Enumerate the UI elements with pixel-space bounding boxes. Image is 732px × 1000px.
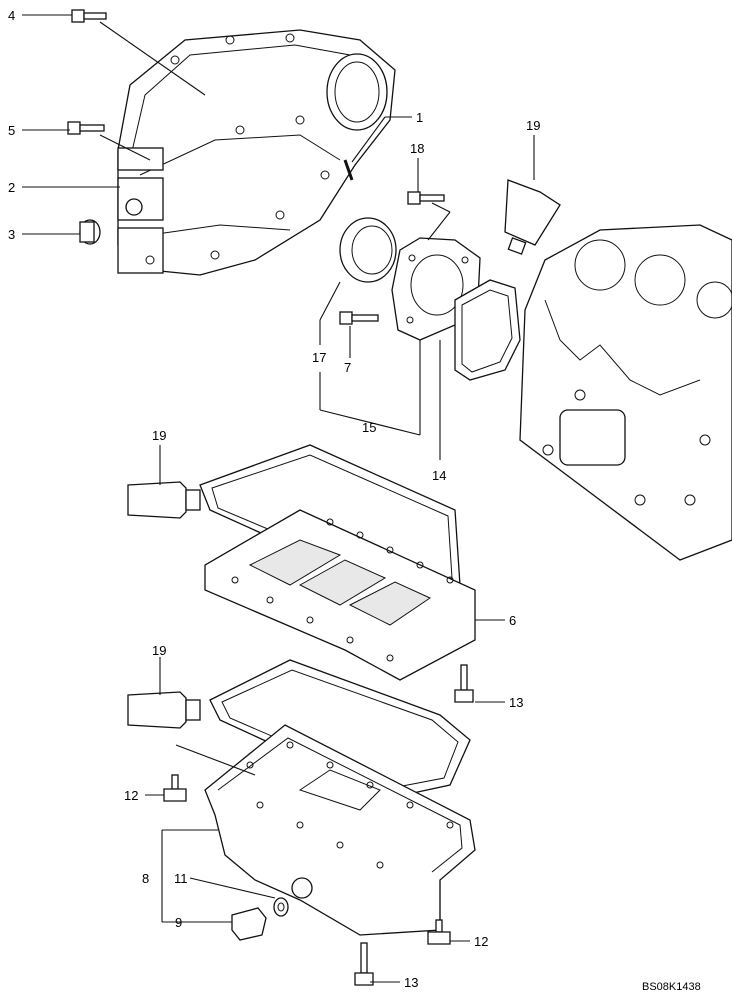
bolt-4 <box>71 9 107 23</box>
gasket-lower <box>209 659 471 799</box>
callout-12-right: 12 <box>474 934 488 949</box>
callout-12-left: 12 <box>124 788 138 803</box>
leader-lines <box>22 14 535 983</box>
sealant-tube-19-top <box>504 179 561 255</box>
oil-pan-8 <box>204 724 476 936</box>
bolt-13-lower <box>354 942 374 986</box>
callout-17: 17 <box>312 350 326 365</box>
engine-block <box>519 224 732 561</box>
flywheel-housing <box>117 29 396 276</box>
sealant-tube-19-middle <box>127 481 201 519</box>
bolt-5 <box>67 121 105 135</box>
callout-15: 15 <box>362 420 376 435</box>
callout-19-lower: 19 <box>152 643 166 658</box>
callout-7: 7 <box>344 360 351 375</box>
callout-5: 5 <box>8 123 15 138</box>
callout-19-middle: 19 <box>152 428 166 443</box>
oil-pan-plate-6 <box>204 509 476 681</box>
callout-6: 6 <box>509 613 516 628</box>
callout-1: 1 <box>416 110 423 125</box>
gasket-14 <box>454 279 521 381</box>
bolt-13-upper <box>454 664 474 703</box>
sealant-tube-19-lower <box>127 691 201 729</box>
callout-13-lower: 13 <box>404 975 418 990</box>
bolt-7 <box>339 311 379 325</box>
callout-18: 18 <box>410 141 424 156</box>
callout-11: 11 <box>174 871 188 886</box>
plug-3 <box>79 219 101 245</box>
diagram-code: BS08K1438 <box>642 981 701 993</box>
callout-13-upper: 13 <box>509 695 523 710</box>
drain-plug-9 <box>231 907 267 941</box>
callout-14: 14 <box>432 468 446 483</box>
callout-3: 3 <box>8 227 15 242</box>
bolt-12-left <box>163 774 187 802</box>
callout-19-top: 19 <box>526 118 540 133</box>
pin-1 <box>343 159 354 181</box>
callout-9: 9 <box>175 915 182 930</box>
callout-2: 2 <box>8 180 15 195</box>
bolt-12-right <box>427 919 451 945</box>
callout-8: 8 <box>142 871 149 886</box>
oil-seal-17 <box>339 217 397 283</box>
washer-11 <box>273 897 289 917</box>
callout-4: 4 <box>8 8 15 23</box>
bolt-18 <box>407 191 445 205</box>
